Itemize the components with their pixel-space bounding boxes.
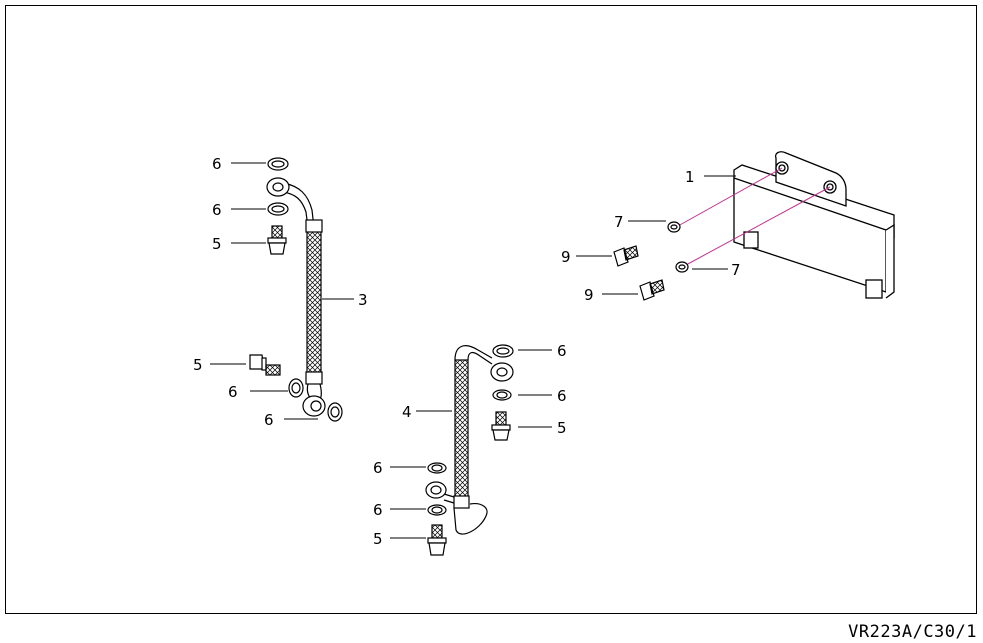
callout-4: 4 — [402, 403, 412, 421]
callout-6: 6 — [557, 387, 567, 405]
washer-6-g-inner — [431, 464, 443, 472]
hose-4-lower-banjo — [425, 481, 447, 499]
bolt-5-a — [267, 225, 287, 255]
washer-6-f-inner — [496, 391, 508, 399]
hose-4-lower-banjo-hole — [430, 485, 442, 495]
callout-9: 9 — [584, 286, 594, 304]
hose-4-upper-banjo — [490, 362, 514, 382]
hose-3-upper-ferrule — [305, 219, 323, 233]
hose-3-upper-banjo-hole — [272, 182, 284, 192]
callout-6: 6 — [373, 501, 383, 519]
diagram-frame — [5, 5, 977, 614]
hose-4-braid — [454, 359, 469, 501]
washer-6-e-inner — [496, 347, 510, 355]
hose-3-braid — [306, 227, 322, 377]
hose-4-lower-pipe — [443, 493, 488, 535]
washer-6-a-inner — [271, 160, 285, 168]
callout-9: 9 — [561, 248, 571, 266]
drawing-reference: VR223A/C30/1 — [848, 622, 977, 642]
callout-6: 6 — [212, 155, 222, 173]
callout-5: 5 — [193, 356, 203, 374]
callout-6: 6 — [264, 411, 274, 429]
washer-6-d-inner — [330, 406, 340, 418]
bolt-5-b — [249, 354, 281, 376]
callout-1: 1 — [685, 168, 695, 186]
hose-3 — [266, 177, 326, 417]
oil-cooler-1 — [733, 151, 895, 299]
assembly-guide-lines — [677, 167, 831, 266]
callout-6: 6 — [557, 342, 567, 360]
bolt-5-d — [427, 524, 447, 556]
cooler-port-left — [743, 231, 759, 249]
hose-4-lower-ferrule — [453, 495, 470, 509]
cooler-port-right — [865, 279, 883, 299]
callout-5: 5 — [373, 530, 383, 548]
callout-6: 6 — [212, 201, 222, 219]
callout-6: 6 — [228, 383, 238, 401]
leader-lines — [210, 162, 736, 539]
hose-3-upper-banjo — [266, 177, 290, 197]
hose-3-lower-banjo — [302, 395, 326, 417]
callout-7: 7 — [614, 213, 624, 231]
callout-6: 6 — [373, 459, 383, 477]
washer-6-c-inner — [291, 382, 301, 394]
callout-3: 3 — [358, 291, 368, 309]
bolt-5-c — [491, 411, 511, 441]
bolt-9-a — [613, 245, 639, 267]
hose-3-lower-banjo-hole — [310, 400, 322, 412]
callout-7: 7 — [731, 261, 741, 279]
bolt-9-b — [639, 279, 665, 301]
washer-6-h-inner — [431, 506, 443, 514]
washer-6-b-inner — [271, 205, 285, 213]
hose-4-top-bend — [454, 345, 493, 365]
hose-4 — [425, 345, 514, 535]
hose-4-upper-banjo-hole — [496, 367, 508, 377]
callout-5: 5 — [212, 235, 222, 253]
callout-5: 5 — [557, 419, 567, 437]
hose-3-lower-ferrule — [305, 371, 323, 385]
callouts: 6 6 5 3 5 6 6 1 7 7 9 9 6 6 5 4 6 6 5 — [193, 155, 741, 548]
